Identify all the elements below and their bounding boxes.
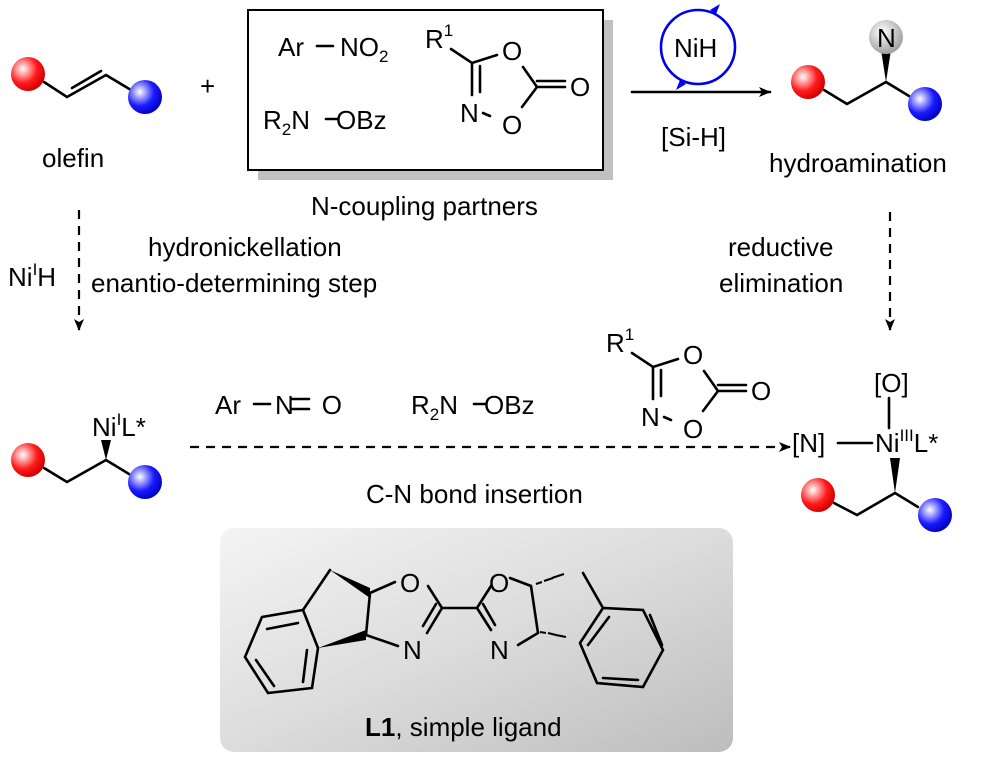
svg-text:NiIIIL*: NiIIIL* (875, 426, 938, 458)
red-substituent-sphere (801, 478, 835, 512)
partners-caption: N-coupling partners (311, 191, 538, 221)
red-substituent-sphere (791, 65, 825, 99)
nickel-iii-complex: [O] [N] NiIIIL* (792, 368, 952, 532)
olefin-label: olefin (42, 143, 104, 173)
plus-sign: + (200, 71, 215, 101)
nitrogen-sphere (869, 20, 903, 54)
svg-text:NiIL*: NiIL* (92, 410, 146, 442)
ligand-panel: O N O N L1, simple ligand (220, 528, 733, 752)
svg-text:O: O (502, 110, 522, 140)
red-substituent-sphere (11, 443, 45, 477)
svg-text:O: O (683, 414, 703, 444)
step-label-line2: elimination (719, 268, 843, 298)
svg-text:N: N (490, 635, 509, 665)
step-label-line2: enantio-determining step (91, 268, 377, 298)
blue-substituent-sphere (128, 80, 162, 114)
red-substituent-sphere (11, 57, 45, 91)
step-label-line1: reductive (728, 232, 834, 262)
nih-reagent: NiIH (8, 260, 56, 292)
svg-text:O: O (751, 376, 771, 406)
svg-text:O: O (489, 568, 509, 598)
ligand-caption: L1, simple ligand (365, 712, 562, 742)
product-label: hydroamination (769, 148, 947, 178)
insertion-label: C-N bond insertion (366, 479, 583, 509)
dioxazolone-structure: R1 N O O O (606, 325, 771, 444)
svg-text:[N]: [N] (792, 428, 825, 458)
ligand-structure: O N O N (243, 568, 665, 695)
svg-text:[O]: [O] (874, 368, 909, 398)
blue-substituent-sphere (908, 87, 942, 121)
svg-text:O: O (570, 72, 590, 102)
reagent-label: [Si-H] (661, 122, 726, 152)
svg-text:R1: R1 (606, 325, 634, 358)
catalyst-label: NiH (674, 33, 717, 63)
svg-text:N: N (877, 23, 896, 53)
blue-substituent-sphere (918, 498, 952, 532)
main-reaction-arrow: NiH [Si-H] (630, 4, 772, 152)
catalytic-cycle-icon (659, 8, 737, 86)
svg-text:N: N (460, 98, 479, 128)
svg-text:O: O (683, 340, 703, 370)
step-label-line1: hydronickellation (148, 232, 342, 262)
blue-substituent-sphere (128, 465, 162, 499)
svg-text:O: O (502, 36, 522, 66)
svg-text:R1: R1 (425, 21, 453, 54)
olefin-structure: olefin (11, 57, 162, 173)
svg-text:O: O (400, 568, 420, 598)
svg-text:N: N (641, 402, 660, 432)
alkylnickel-intermediate: NiIL* (11, 410, 162, 499)
dioxazolone-structure: R1 N O O O (425, 21, 590, 140)
hydroamination-product: N hydroamination (769, 20, 947, 178)
svg-text:N: N (403, 635, 422, 665)
